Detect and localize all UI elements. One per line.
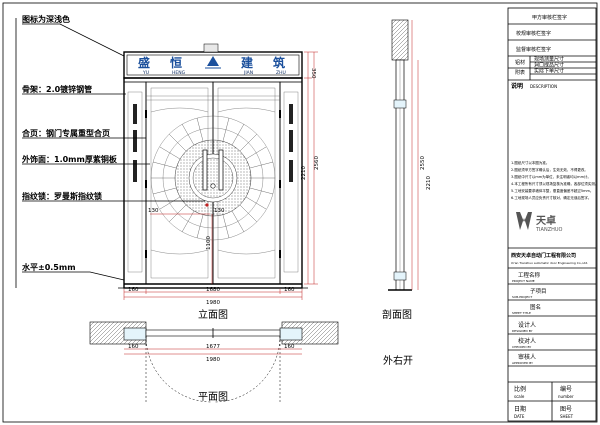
company-cn: 西安天卓自动门工程有限公司 [511, 252, 576, 259]
tb-row-sub-cn: 子项目 [530, 288, 547, 295]
tb-attach: 附表 [515, 69, 525, 76]
dim-1100: 1100 [206, 236, 212, 250]
tb-dim-1: 现场测量尺寸 [534, 56, 564, 63]
radial-ornament [150, 115, 276, 241]
tb-note-3: 3.图纸中尺寸以mm为单位，未注明者均以mm计。 [511, 174, 591, 179]
tb-note-2: 2.图纸须甲方签字确认后，生效无效，不得更改。 [511, 167, 588, 172]
label-icon-color: 图标为深浅色 [22, 14, 70, 24]
dim-130-b: 130 [214, 208, 225, 214]
tb-dim-2: 洞口成品尺寸 [534, 62, 564, 69]
title-block: 甲方审核栏签字 校规审核栏签字 监督审核栏签字 铝材 附表 现场测量尺寸 洞口成… [507, 7, 598, 422]
label-level: 水平±0.5mm [21, 262, 76, 272]
tb-scale-en: scale [514, 394, 525, 399]
label-hinge: 合页：钢门专属重型合页 [21, 128, 110, 138]
sign-pinyin-4: ZHU [276, 70, 286, 76]
hinge-marks [145, 110, 281, 258]
tb-date-en: DATE [514, 414, 525, 419]
sign-char-3: 建 [240, 55, 254, 70]
label-surface: 外饰面：1.0mm厚紫铜板 [22, 154, 118, 164]
front-elevation: 盛 恒 建 筑 YU HENG JIAN ZHU [118, 43, 308, 321]
tb-row-sub-en: SUB-PROJECT [512, 295, 532, 299]
sign-char-1: 盛 [138, 55, 150, 70]
tb-number-en: number [558, 394, 574, 399]
tb-note-6: 6.工地现场人员应负责尺寸核对，确定无误后签字。 [511, 195, 591, 200]
left-handle [202, 149, 208, 191]
lock-marker-icon [205, 203, 209, 207]
tb-row-project-en: PROJECT NAME [512, 279, 535, 283]
tb-approval-3: 监督审核栏签字 [516, 46, 551, 53]
right-handle [218, 149, 224, 191]
tb-scale-cn: 比例 [514, 385, 526, 393]
dim-height: 2560 [314, 156, 320, 170]
tb-row-check-en: CHECKED BY [512, 345, 531, 349]
tb-row-design-en: DESIGNED BY [512, 329, 533, 333]
plan-dim-side-right: 160 [284, 344, 295, 350]
logo-en: TIANZHUO [535, 227, 563, 233]
sign-char-4: 筑 [273, 55, 285, 70]
company-en: Xi'an Tianzhuo automatic door Engineerin… [511, 261, 588, 265]
tb-row-approve-en: APPROVED BY [512, 361, 533, 365]
sign-pinyin-2: HENG [172, 70, 186, 76]
tb-number-cn: 编号 [560, 385, 572, 393]
tb-note-4: 4.本工程所有尺寸须以现场复核为准确，各部位须实测。 [511, 181, 598, 186]
plan-dim-inner: 1677 [206, 344, 220, 350]
plan-title: 平面图 [198, 391, 228, 403]
tb-notes-en: DESCRIPTION [530, 84, 557, 89]
callouts: 图标为深浅色 骨架：2.0镀锌钢管 合页：钢门专属重型合页 外饰面：1.0mm厚… [15, 14, 205, 288]
dim-side-left: 160 [128, 287, 139, 293]
dim-door: 2210 [301, 166, 307, 180]
tb-date-cn: 日期 [514, 405, 526, 413]
flag-icon [203, 43, 219, 53]
tb-row-title-en: SHEET TITLE [512, 311, 531, 315]
tb-note-1: 1.图纸尺寸以本图为准。 [511, 160, 549, 165]
dim-total: 1980 [206, 300, 220, 306]
tb-sheet-en: SHEET [560, 414, 574, 419]
logo-cn: 天卓 [536, 214, 556, 227]
tb-row-project-cn: 工程名称 [518, 271, 541, 279]
tb-notes-label: 说明 [511, 82, 523, 90]
sign-pinyin-3: JIAN [243, 70, 253, 76]
building-icon [207, 56, 219, 66]
sign-char-2: 恒 [170, 55, 182, 70]
dim-mid: 1680 [206, 287, 220, 293]
section-title: 剖面图 [382, 308, 412, 321]
project-rows: 工程名称 PROJECT NAME 子项目 SUB-PROJECT 图名 SHE… [508, 271, 596, 383]
front-title: 立面图 [198, 308, 228, 321]
tb-dim-3: 实际下单尺寸 [534, 68, 564, 75]
tb-material: 铝材 [515, 59, 525, 66]
dim-130-a: 130 [148, 208, 159, 214]
section-view: 2550 2210 剖面图 外右开 [382, 19, 432, 367]
tb-row-title-cn: 图名 [530, 303, 541, 311]
tb-note-5: 5.工地安装要求墙体平整，垂直度偏差不超过5mm。 [511, 188, 593, 193]
label-frame: 骨架：2.0镀锌钢管 [22, 84, 92, 94]
section-dim-door: 2210 [426, 176, 432, 190]
plan-dim-side-left: 160 [128, 344, 139, 350]
tb-row-check-cn: 校对人 [518, 337, 536, 345]
label-lock: 指纹锁：罗曼斯指纹锁 [22, 191, 102, 201]
dim-top: 350 [310, 68, 316, 79]
company-logo: 天卓 TIANZHUO [516, 212, 563, 233]
tb-approval-2: 校规审核栏签字 [516, 30, 551, 37]
tb-row-design-cn: 设计人 [518, 321, 536, 329]
section-dim-height: 2550 [420, 156, 426, 170]
sign-pinyin-1: YU [142, 70, 149, 76]
opening-text: 外右开 [383, 354, 413, 367]
dim-side-right: 160 [284, 287, 295, 293]
plan-view: 160 1677 160 1980 平面图 [89, 321, 339, 403]
front-dimensions: 160 1680 160 1980 350 2210 2560 130 1100… [123, 51, 320, 306]
tb-approval-1: 甲方审核栏签字 [532, 14, 567, 21]
scale-date-block: 比例 scale 编号 number 日期 DATE 图号 SHEET [508, 382, 596, 421]
tb-sheet-cn: 图号 [560, 406, 572, 413]
plan-dim-total: 1980 [206, 357, 220, 363]
lock-icon [210, 183, 216, 189]
tb-row-approve-cn: 审核人 [518, 353, 536, 361]
